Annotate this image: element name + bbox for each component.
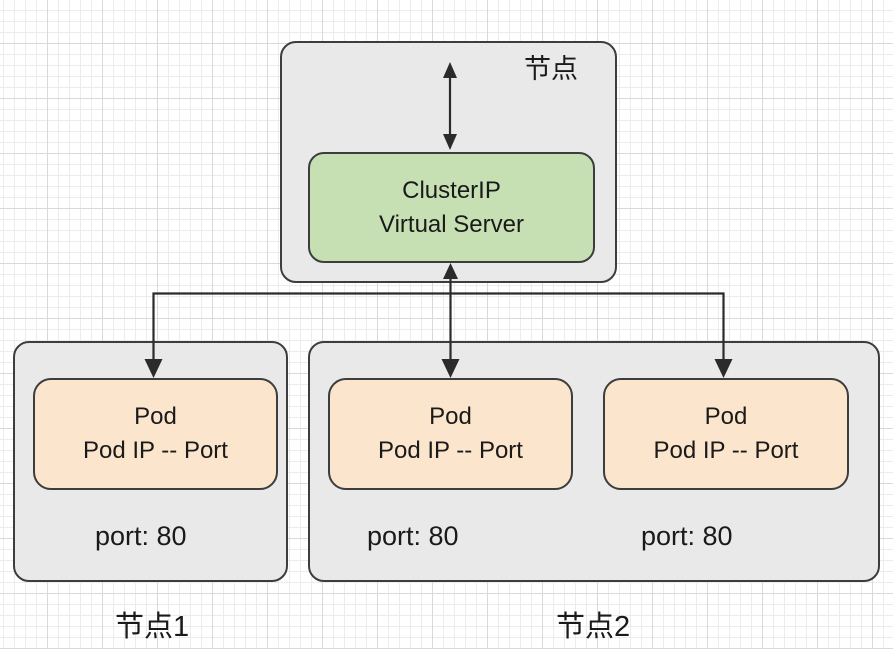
- pod-line2: Pod IP -- Port: [378, 437, 523, 464]
- node1-caption[interactable]: 节点1: [115, 611, 190, 643]
- node2-caption[interactable]: 节点2: [556, 611, 631, 643]
- pod-line1: Pod: [134, 403, 177, 430]
- clusterip-line1: ClusterIP: [402, 176, 501, 204]
- pod-line2: Pod IP -- Port: [83, 437, 228, 464]
- node2-pod-a-shape[interactable]: Pod Pod IP -- Port: [328, 378, 573, 490]
- clusterip-virtual-server-shape[interactable]: ClusterIP Virtual Server: [308, 152, 595, 263]
- node1-port-label[interactable]: port: 80: [95, 521, 187, 551]
- node1-pod-shape[interactable]: Pod Pod IP -- Port: [33, 378, 278, 490]
- pod-line1: Pod: [429, 403, 472, 430]
- node2-pod-b-shape[interactable]: Pod Pod IP -- Port: [603, 378, 849, 490]
- clusterip-line2: Virtual Server: [379, 210, 524, 238]
- node2-port-b-label[interactable]: port: 80: [641, 521, 733, 551]
- pod-line2: Pod IP -- Port: [653, 437, 799, 464]
- top-node-label: 节点: [524, 54, 578, 84]
- node1-shape[interactable]: Pod Pod IP -- Port port: 80: [13, 341, 288, 582]
- node2-shape[interactable]: Pod Pod IP -- Port port: 80 Pod Pod IP -…: [308, 341, 880, 582]
- top-node-shape[interactable]: 节点 ClusterIP Virtual Server: [280, 41, 617, 283]
- node2-port-a-label[interactable]: port: 80: [367, 521, 459, 551]
- pod-line1: Pod: [704, 403, 748, 430]
